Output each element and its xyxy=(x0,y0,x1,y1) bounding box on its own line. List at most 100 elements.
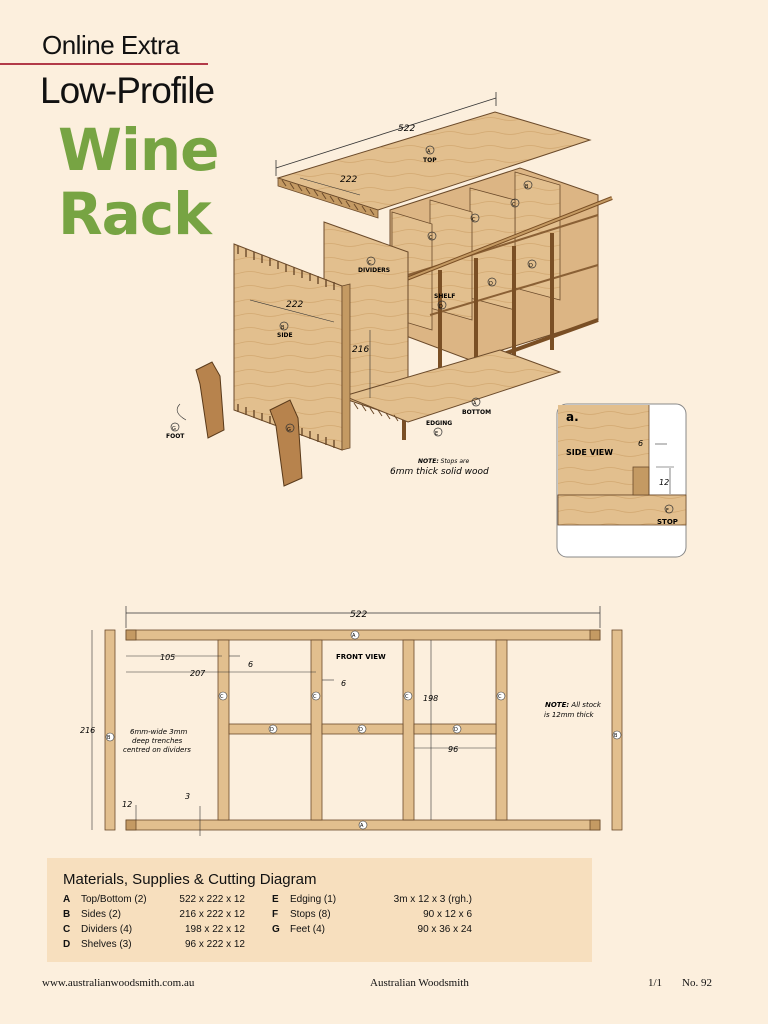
materials-title: Materials, Supplies & Cutting Diagram xyxy=(63,871,317,888)
dim-222-side-label: 222 xyxy=(286,300,303,310)
exploded-note-line1: Stops are xyxy=(441,458,470,465)
foot-letter: G xyxy=(172,426,176,432)
online-extra-heading: Online Extra xyxy=(42,30,180,60)
front-dim-96: 96 xyxy=(448,745,458,754)
material-letter: G xyxy=(272,924,280,935)
exploded-note-line2: 6mm thick solid wood xyxy=(390,467,489,477)
front-divider-1 xyxy=(217,639,230,821)
material-letter: D xyxy=(63,939,71,950)
front-note-line2: is 12mm thick xyxy=(544,711,595,719)
foot-right xyxy=(269,399,303,487)
front-letter-b-left: B xyxy=(107,735,111,741)
title-line-2: Rack xyxy=(58,180,212,248)
foot-left xyxy=(195,361,225,439)
exploded-note-prefix: NOTE: xyxy=(418,458,439,465)
material-size: 90 x 12 x 6 xyxy=(423,909,472,920)
footer-url[interactable]: www.australianwoodsmith.com.au xyxy=(42,977,195,989)
shelf-letter: D xyxy=(439,304,443,310)
edging-label: EDGING xyxy=(426,420,452,427)
top-panel xyxy=(276,111,592,219)
front-dim-6b: 6 xyxy=(341,679,346,688)
dim-222-top-label: 222 xyxy=(340,175,357,185)
carcass-letter-c2: C xyxy=(472,217,476,223)
dim-522-label: 522 xyxy=(398,124,415,134)
material-name: Top/Bottom (2) xyxy=(81,894,147,905)
front-letter-d1: D xyxy=(270,727,274,733)
material-size: 3m x 12 x 3 (rgh.) xyxy=(393,894,472,905)
front-dim-522: 522 xyxy=(350,610,367,620)
side-panel xyxy=(233,243,351,451)
materials-box xyxy=(47,858,592,962)
top-label: TOP xyxy=(423,157,437,164)
header-rule xyxy=(0,63,208,65)
material-name: Stops (8) xyxy=(290,909,331,920)
carcass-letter-c1: C xyxy=(512,202,516,208)
stop-letter: F xyxy=(666,508,669,514)
front-side-right xyxy=(611,629,623,831)
trench-note-line2: deep trenches xyxy=(132,737,183,745)
footer-page: 1/1 xyxy=(648,977,663,989)
front-letter-b-right: B xyxy=(614,733,618,739)
front-letter-c3: C xyxy=(405,694,409,700)
carcass-letter-b: B xyxy=(525,184,529,190)
side-view-dim-12: 12 xyxy=(659,478,669,487)
dividers-letter: C xyxy=(368,260,372,266)
footer-publication: Australian Woodsmith xyxy=(370,977,469,989)
material-name: Sides (2) xyxy=(81,909,122,920)
side-view-letter: a. xyxy=(566,410,579,424)
front-dim-198: 198 xyxy=(423,694,438,703)
front-letter-a-top: A xyxy=(352,633,356,639)
front-note-line1: All stock xyxy=(570,701,601,709)
front-letter-d3: D xyxy=(454,727,458,733)
front-dim-12: 12 xyxy=(122,800,132,809)
side-view-inset xyxy=(556,403,687,558)
front-top-board xyxy=(125,629,601,641)
exploded-note: NOTE: Stops are xyxy=(418,458,469,465)
front-dim-6a: 6 xyxy=(248,660,253,669)
page-title: Wine Rack xyxy=(58,116,219,248)
foot-label: FOOT xyxy=(166,433,185,440)
bottom-label: BOTTOM xyxy=(462,409,491,416)
trench-note-line1: 6mm-wide 3mm xyxy=(130,728,188,736)
front-divider-4 xyxy=(495,639,508,821)
material-size: 96 x 222 x 12 xyxy=(184,939,245,950)
front-dim-216: 216 xyxy=(80,726,95,735)
material-letter: E xyxy=(272,894,279,905)
bottom-letter: A xyxy=(473,401,477,407)
material-name: Dividers (4) xyxy=(81,924,133,935)
subtitle: Low-Profile xyxy=(40,70,215,111)
front-note-prefix: NOTE: xyxy=(545,701,569,709)
front-letter-c2: C xyxy=(313,694,317,700)
front-dim-105: 105 xyxy=(160,653,175,662)
front-letter-c4: C xyxy=(498,694,502,700)
edging-letter: E xyxy=(435,431,438,437)
carcass-letter-d1: D xyxy=(529,263,533,269)
material-letter: B xyxy=(63,909,71,920)
material-letter: C xyxy=(63,924,71,935)
material-name: Shelves (3) xyxy=(81,939,132,950)
material-row: G Feet (4) 90 x 36 x 24 xyxy=(272,922,472,937)
exploded-view-diagram: 522 222 A TOP C DIVIDERS xyxy=(166,92,687,558)
front-divider-3 xyxy=(402,639,415,821)
material-size: 90 x 36 x 24 xyxy=(417,924,472,935)
stop-label: STOP xyxy=(657,518,678,526)
material-letter: F xyxy=(272,909,279,920)
carcass-letter-c3: C xyxy=(429,235,433,241)
front-view-label: FRONT VIEW xyxy=(336,653,386,661)
carcass-letter-d2: D xyxy=(489,281,493,287)
material-size: 522 x 222 x 12 xyxy=(179,894,245,905)
front-divider-2 xyxy=(310,639,323,821)
title-line-1: Wine xyxy=(58,116,219,184)
footer-issue: No. 92 xyxy=(682,977,712,989)
side-letter: B xyxy=(281,325,285,331)
material-name: Feet (4) xyxy=(290,924,326,935)
shelf-label: SHELF xyxy=(434,293,455,300)
front-dim-3: 3 xyxy=(185,792,190,801)
dividers-label: DIVIDERS xyxy=(358,267,390,274)
